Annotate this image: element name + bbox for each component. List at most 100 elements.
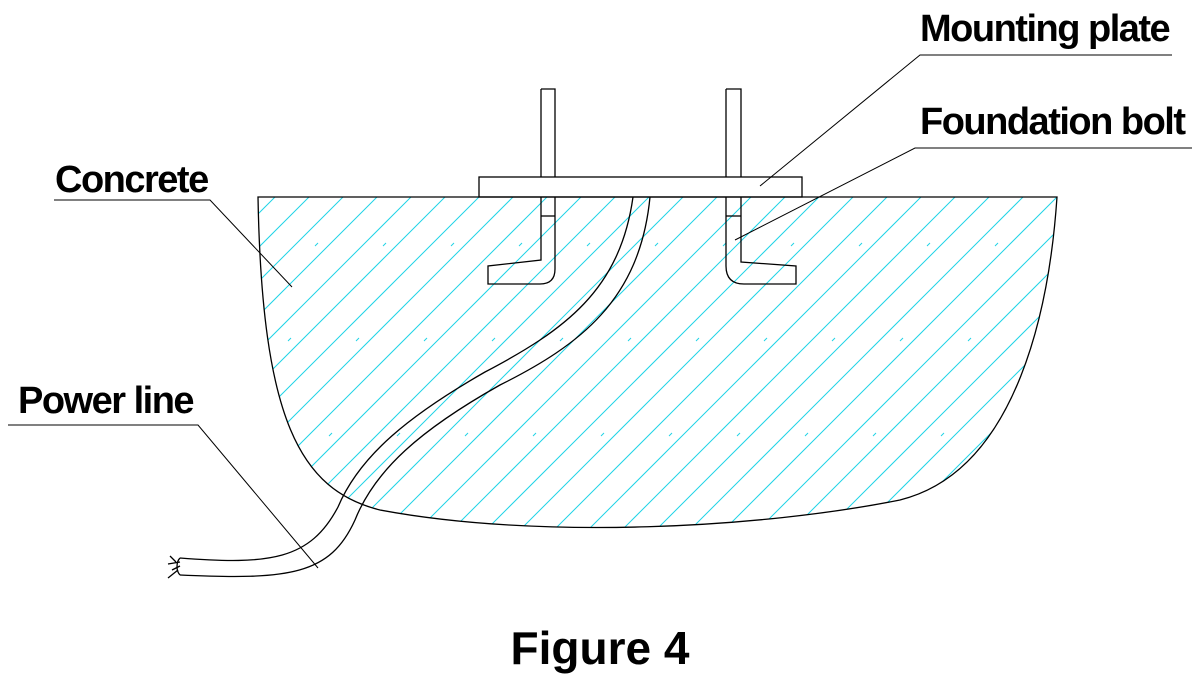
hatch-line [258, 197, 643, 528]
hatch-tick [899, 337, 904, 342]
hatch-tick [845, 53, 848, 56]
hatch-tick [396, 432, 401, 437]
hatch-tick [804, 432, 809, 437]
hatch-tick [710, 528, 713, 531]
hatch-line [258, 197, 915, 528]
hatch-tick [139, 623, 142, 626]
hatch-tick [546, 148, 549, 151]
hatch-tick [1172, 338, 1175, 341]
hatch-tick [152, 338, 155, 341]
hatch-line [621, 197, 1057, 528]
hatch-line [587, 197, 1057, 528]
concrete-label: Concrete [55, 159, 208, 201]
hatch-line [258, 197, 473, 528]
hatch-tick [16, 338, 19, 341]
hatch-tick [819, 623, 822, 626]
hatch-tick [750, 148, 753, 151]
hatch-tick [641, 53, 644, 56]
hatch-tick [165, 53, 168, 56]
hatch-line [451, 197, 1057, 528]
hatch-tick [1104, 338, 1107, 341]
hatch-line [258, 197, 575, 528]
hatch-tick [301, 53, 304, 56]
hatch-tick [274, 148, 277, 151]
hatch-tick [1131, 243, 1134, 246]
foundation-bolt-right [725, 88, 797, 285]
hatch-tick [1145, 433, 1148, 436]
hatch-tick [343, 623, 346, 626]
hatch-line [258, 197, 337, 528]
foundation-bolt-label: Foundation bolt [920, 101, 1186, 143]
hatch-tick [233, 53, 236, 56]
hatch-tick [994, 242, 999, 247]
hatch-tick [955, 623, 958, 626]
hatch-tick [858, 242, 863, 247]
hatch-tick [1035, 337, 1040, 342]
hatch-line [0, 0, 200, 682]
hatch-tick [355, 337, 360, 342]
hatch-tick [57, 433, 60, 436]
hatch-tick [736, 432, 741, 437]
hatch-tick [505, 53, 508, 56]
hatch-line [258, 197, 881, 528]
hatch-tick [600, 432, 605, 437]
hatch-line [258, 197, 303, 528]
hatch-line [349, 197, 1051, 528]
hatch-tick [260, 432, 265, 437]
hatch-tick [125, 433, 128, 436]
hatch-tick [926, 242, 931, 247]
hatch-tick [275, 623, 278, 626]
hatch-tick [423, 337, 428, 342]
hatch-tick [410, 148, 413, 151]
hatch-tick [913, 53, 916, 56]
hatch-tick [1023, 623, 1026, 626]
hatch-tick [328, 432, 333, 437]
hatch-tick [709, 53, 712, 56]
concrete-leader [54, 199, 293, 288]
hatch-tick [627, 337, 632, 342]
hatch-tick [43, 243, 46, 246]
hatch-line [655, 197, 1057, 528]
hatch-line [383, 197, 1057, 528]
hatch-line [258, 197, 371, 528]
hatch-tick [70, 148, 73, 151]
hatch-tick [247, 243, 250, 246]
hatch-tick [369, 53, 372, 56]
hatch-tick [1050, 528, 1053, 531]
hatch-tick [464, 432, 469, 437]
figure-caption: Figure 4 [511, 622, 690, 674]
hatch-line [258, 197, 609, 528]
hatch-tick [1118, 528, 1121, 531]
hatch-line [315, 197, 1017, 528]
hatch-line [258, 197, 949, 528]
hatch-line [258, 197, 507, 528]
hatch-tick [234, 528, 237, 531]
hatch-line [519, 197, 1057, 528]
hatch-tick [84, 338, 87, 341]
hatch-tick [914, 528, 917, 531]
hatch-tick [751, 623, 754, 626]
hatch-line [258, 197, 847, 528]
hatch-line [0, 0, 234, 682]
hatch-tick [438, 528, 441, 531]
hatch-line [258, 197, 711, 528]
hatch-tick [940, 432, 945, 437]
hatch-tick [220, 338, 223, 341]
foundation-bolt-leader [734, 147, 1192, 241]
hatch-tick [450, 242, 455, 247]
hatch-tick [98, 528, 101, 531]
power-line-cable [167, 196, 651, 579]
hatch-tick [518, 242, 523, 247]
hatch-line [485, 197, 1057, 528]
mounting-plate-leader [759, 54, 1172, 187]
hatch-tick [642, 528, 645, 531]
hatch-tick [437, 53, 440, 56]
hatch-tick [193, 433, 196, 436]
hatch-tick [886, 148, 889, 151]
hatch-line [258, 197, 779, 528]
hatch-tick [314, 242, 319, 247]
hatch-line [417, 197, 1057, 528]
hatch-tick [614, 148, 617, 151]
